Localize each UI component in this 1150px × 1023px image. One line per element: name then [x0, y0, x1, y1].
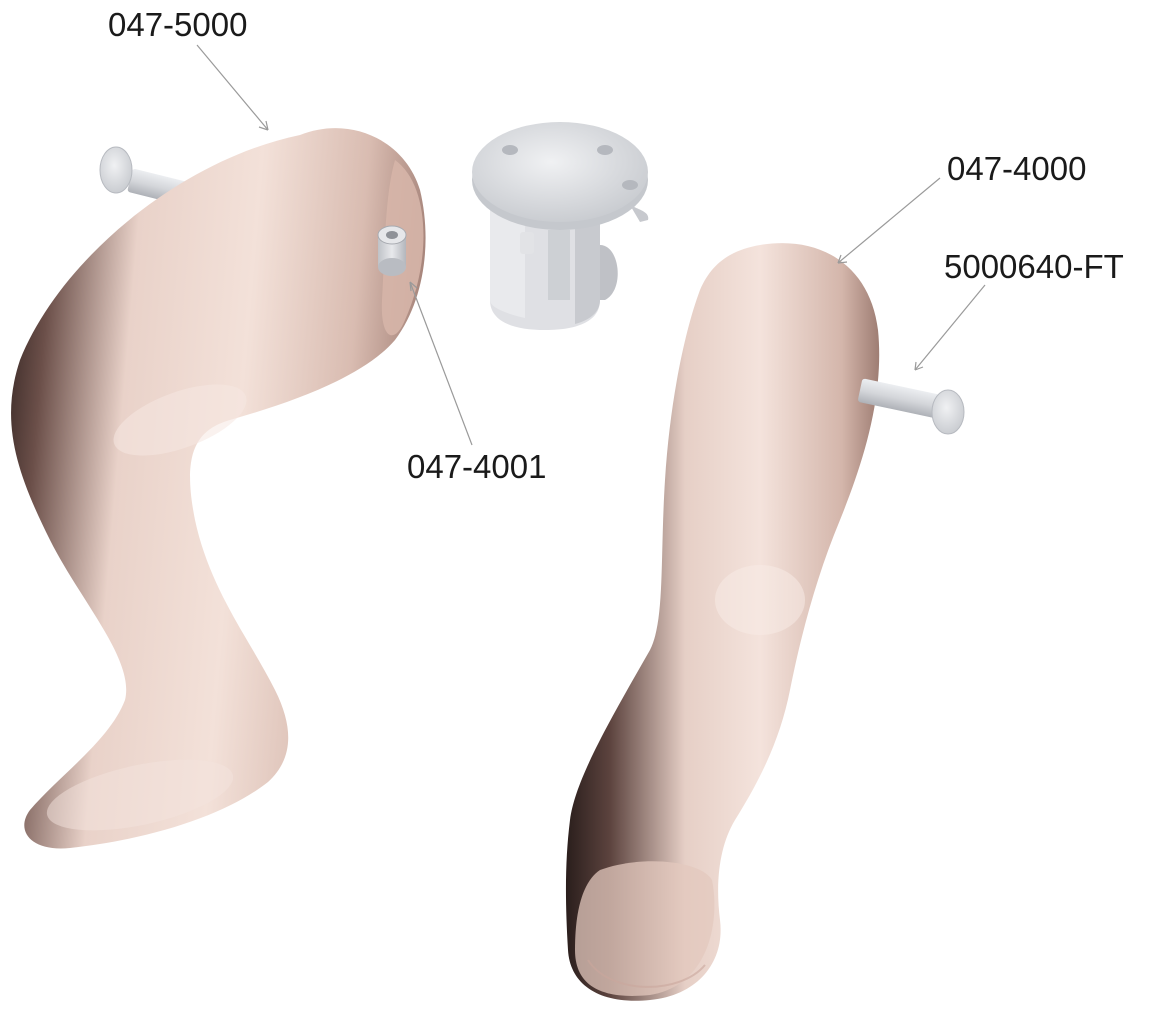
hip-mount: [472, 122, 648, 330]
label-047-4000: 047-4000: [947, 150, 1086, 187]
label-047-4001: 047-4001: [407, 448, 546, 485]
label-5000640-FT: 5000640-FT: [944, 248, 1124, 285]
bushing: [378, 226, 406, 276]
label-047-5000: 047-5000: [108, 6, 247, 43]
leader-047-5000: [197, 45, 268, 130]
leader-5000640-FT: [915, 285, 985, 370]
right-leg: [566, 243, 879, 1001]
left-leg: [11, 128, 426, 848]
leader-047-4000: [838, 178, 940, 263]
leader-047-4001: [410, 282, 472, 445]
